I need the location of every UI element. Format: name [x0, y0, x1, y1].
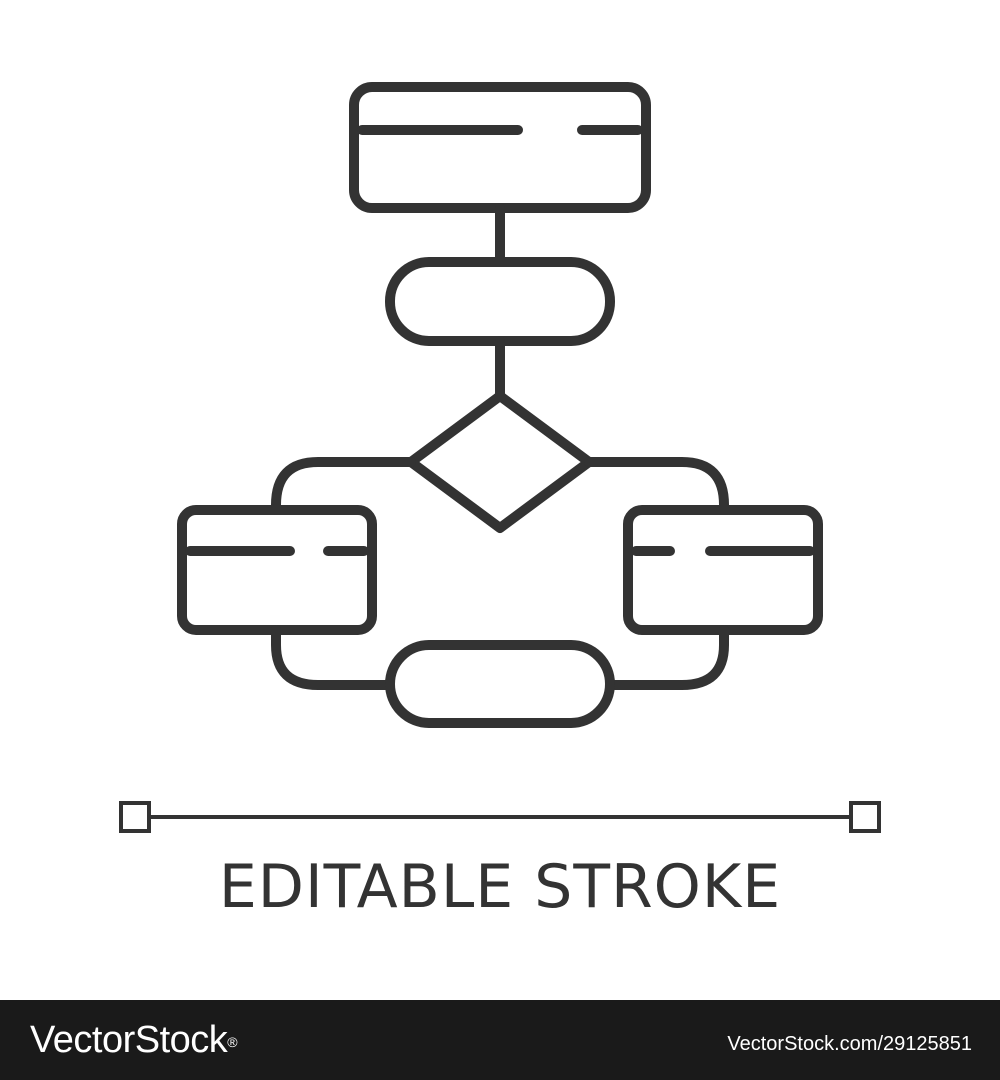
right-process-box	[623, 505, 823, 635]
right-branch-connector	[584, 457, 729, 515]
left-merge-connector	[271, 625, 395, 690]
bottom-terminal	[385, 640, 615, 728]
upper-terminal	[385, 257, 615, 346]
right-merge-connector	[605, 625, 729, 690]
flowchart-icon	[119, 82, 881, 833]
watermark-footer: VectorStock® VectorStock.com/29125851	[0, 1000, 1000, 1080]
left-branch-connector	[271, 457, 416, 515]
left-process-box	[177, 505, 377, 635]
trademark-symbol: ®	[227, 1034, 238, 1050]
image-reference: VectorStock.com/29125851	[727, 1033, 972, 1055]
top-process-box	[349, 82, 651, 213]
stroke-handle-left	[119, 801, 151, 833]
editable-stroke-caption: EDITABLE STROKE	[218, 852, 782, 922]
stroke-handle-right	[849, 801, 881, 833]
editable-stroke-indicator	[119, 801, 881, 833]
brand-logo: VectorStock®	[30, 1018, 238, 1062]
decision-diamond	[406, 391, 594, 533]
brand-name: VectorStock	[30, 1019, 228, 1061]
